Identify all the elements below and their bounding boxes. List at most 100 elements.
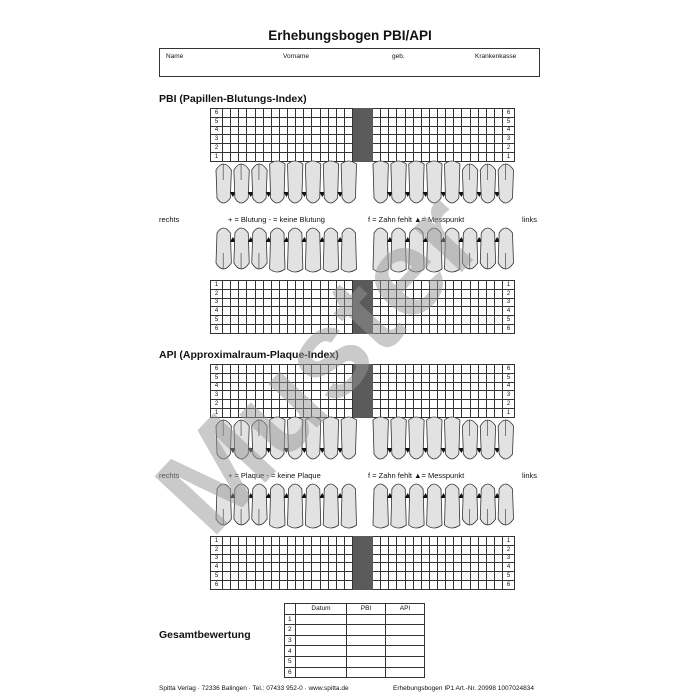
score-cell[interactable] — [469, 297, 479, 308]
score-cell[interactable] — [380, 579, 390, 590]
score-cell[interactable] — [270, 562, 280, 573]
score-cell[interactable] — [246, 579, 256, 590]
score-cell[interactable] — [262, 125, 272, 136]
gesamt-datum-cell[interactable] — [295, 613, 347, 626]
score-cell[interactable] — [371, 562, 382, 573]
score-cell[interactable] — [420, 579, 430, 590]
score-cell[interactable] — [221, 399, 232, 409]
score-cell[interactable] — [371, 143, 382, 153]
score-cell[interactable] — [371, 297, 382, 308]
score-cell[interactable] — [453, 306, 463, 317]
score-cell[interactable] — [396, 323, 406, 334]
score-cell[interactable] — [303, 306, 313, 317]
score-cell[interactable] — [485, 288, 495, 299]
score-cell[interactable] — [388, 116, 398, 127]
score-cell[interactable] — [319, 297, 329, 308]
score-cell[interactable] — [230, 372, 240, 383]
score-cell[interactable] — [254, 306, 264, 317]
score-cell[interactable] — [319, 280, 329, 290]
score-cell[interactable] — [295, 536, 305, 546]
score-cell[interactable] — [327, 306, 337, 317]
score-cell[interactable] — [278, 544, 289, 555]
score-cell[interactable] — [412, 372, 422, 383]
score-cell[interactable] — [404, 143, 414, 153]
score-cell[interactable] — [428, 364, 439, 374]
score-cell[interactable] — [270, 280, 280, 290]
score-cell[interactable] — [485, 390, 495, 401]
score-cell[interactable] — [327, 372, 337, 383]
score-cell[interactable] — [436, 306, 447, 317]
score-cell[interactable] — [327, 323, 337, 334]
score-cell[interactable] — [262, 562, 272, 573]
score-cell[interactable] — [246, 306, 256, 317]
score-cell[interactable] — [262, 364, 272, 374]
score-cell[interactable] — [380, 553, 390, 564]
score-cell[interactable] — [286, 288, 297, 299]
score-cell[interactable] — [319, 544, 329, 555]
score-cell[interactable] — [343, 364, 354, 374]
score-cell[interactable] — [380, 536, 390, 546]
score-cell[interactable] — [371, 116, 382, 127]
score-cell[interactable] — [412, 553, 422, 564]
score-cell[interactable] — [270, 553, 280, 564]
score-cell[interactable] — [295, 372, 305, 383]
score-cell[interactable] — [493, 364, 504, 374]
score-cell[interactable] — [319, 323, 329, 334]
score-cell[interactable] — [461, 134, 471, 145]
score-cell[interactable] — [420, 315, 430, 325]
score-cell[interactable] — [262, 297, 272, 308]
score-cell[interactable] — [221, 562, 232, 573]
score-cell[interactable] — [453, 134, 463, 145]
score-cell[interactable] — [319, 116, 329, 127]
score-cell[interactable] — [371, 571, 382, 581]
score-cell[interactable] — [246, 390, 256, 401]
score-cell[interactable] — [221, 125, 232, 136]
score-cell[interactable] — [412, 562, 422, 573]
score-cell[interactable] — [412, 399, 422, 409]
score-cell[interactable] — [286, 143, 297, 153]
score-cell[interactable] — [388, 323, 398, 334]
score-cell[interactable] — [270, 288, 280, 299]
score-cell[interactable] — [286, 579, 297, 590]
score-cell[interactable] — [335, 536, 345, 546]
score-cell[interactable] — [295, 553, 305, 564]
score-cell[interactable] — [303, 315, 313, 325]
score-cell[interactable] — [238, 364, 248, 374]
score-cell[interactable] — [420, 399, 430, 409]
score-cell[interactable] — [319, 571, 329, 581]
score-cell[interactable] — [254, 315, 264, 325]
score-cell[interactable] — [493, 315, 504, 325]
score-cell[interactable] — [262, 544, 272, 555]
score-cell[interactable] — [477, 297, 487, 308]
score-cell[interactable] — [469, 381, 479, 392]
score-cell[interactable] — [278, 399, 289, 409]
score-cell[interactable] — [295, 288, 305, 299]
score-cell[interactable] — [343, 536, 354, 546]
score-cell[interactable] — [327, 280, 337, 290]
score-cell[interactable] — [286, 390, 297, 401]
score-cell[interactable] — [380, 280, 390, 290]
score-cell[interactable] — [278, 125, 289, 136]
score-cell[interactable] — [311, 399, 321, 409]
score-cell[interactable] — [485, 323, 495, 334]
score-cell[interactable] — [477, 536, 487, 546]
score-cell[interactable] — [311, 381, 321, 392]
score-cell[interactable] — [477, 364, 487, 374]
score-cell[interactable] — [380, 364, 390, 374]
score-cell[interactable] — [412, 364, 422, 374]
score-cell[interactable] — [238, 306, 248, 317]
score-cell[interactable] — [278, 571, 289, 581]
score-cell[interactable] — [254, 134, 264, 145]
score-cell[interactable] — [477, 315, 487, 325]
score-cell[interactable] — [278, 553, 289, 564]
score-cell[interactable] — [469, 134, 479, 145]
score-cell[interactable] — [445, 390, 455, 401]
score-cell[interactable] — [343, 544, 354, 555]
score-cell[interactable] — [396, 372, 406, 383]
score-cell[interactable] — [396, 562, 406, 573]
score-cell[interactable] — [319, 288, 329, 299]
score-cell[interactable] — [343, 372, 354, 383]
score-cell[interactable] — [278, 280, 289, 290]
